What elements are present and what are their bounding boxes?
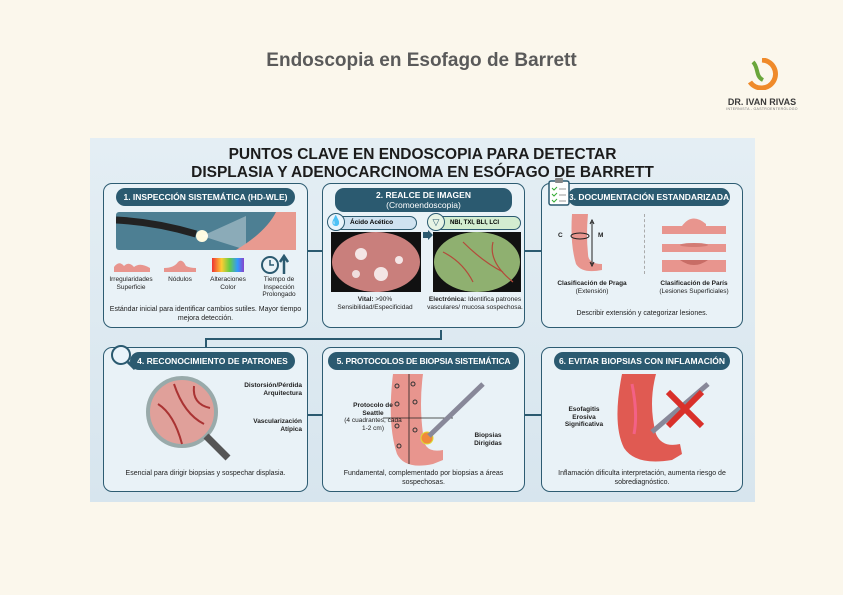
- card-inflamacion: 6. EVITAR BIOPSIAS CON INFLAMACIÓN Esofa…: [541, 347, 743, 492]
- label-tiempo: Tiempo de Inspección Prolongado: [262, 276, 296, 298]
- card-title: 3. DOCUMENTACIÓN ESTANDARIZADA: [568, 188, 730, 206]
- connector-across: [205, 338, 442, 340]
- clipboard-icon: [548, 178, 570, 206]
- connector-down: [440, 330, 442, 340]
- card-subtitle: (Cromoendoscopia): [386, 200, 461, 210]
- card-caption: Esencial para dirigir biopsias y sospech…: [125, 470, 286, 477]
- card-inspeccion: 1. INSPECCIÓN SISTEMÁTICA (HD-WLE) Irreg…: [103, 183, 308, 328]
- tag-electronica: NBI, TXI, BLI, LCI: [433, 216, 521, 230]
- title-line-2: DISPLASIA Y ADENOCARCINOMA EN ESÓFAGO DE…: [191, 164, 654, 181]
- paris-sub: (Lesiones Superficiales): [659, 287, 729, 295]
- inflamed-esophagus-illustration: [617, 374, 710, 462]
- logo-name: DR. IVAN RIVAS: [727, 97, 797, 107]
- seattle-title: Protocolo de Seattle: [353, 402, 393, 417]
- page-title: Endoscopia en Esofago de Barrett: [266, 50, 577, 71]
- paris-illustration: [662, 218, 726, 272]
- paris-title: Clasificación de París: [660, 280, 728, 287]
- card-documentacion: 3. DOCUMENTACIÓN ESTANDARIZADA C M Clasi…: [541, 178, 744, 328]
- card-title: 2. REALCE DE IMAGEN(Cromoendoscopia): [335, 188, 512, 212]
- card-title: 4. RECONOCIMIENTO DE PATRONES: [130, 352, 295, 370]
- clock-up-icon: [261, 254, 289, 274]
- arrow-3-4: [205, 338, 207, 347]
- label-m: M: [598, 232, 604, 239]
- card-caption: Describir extensión y categorizar lesion…: [576, 310, 708, 317]
- label-vascularizacion: Vascularización Atípica: [253, 418, 302, 433]
- drop-icon: 💧: [327, 213, 345, 231]
- seattle-detail: (4 cuadrantes, cada 1-2 cm): [344, 417, 402, 432]
- acetic-acid-image: [331, 232, 421, 292]
- infographic: PUNTOS CLAVE EN ENDOSCOPIA PARA DETECTAR…: [90, 138, 755, 502]
- nbi-image: [433, 232, 521, 292]
- label-nodulos: Nódulos: [168, 276, 192, 283]
- label-alteraciones: Alteraciones Color: [210, 276, 246, 291]
- label-irregularidades: Irregularidades Superficie: [109, 276, 153, 291]
- surface-irregularity-icon: [114, 263, 150, 272]
- seattle-illustration: [383, 374, 485, 466]
- electronic-text: Electrónica: Identifica patrones vascula…: [427, 296, 523, 311]
- arrow-1-2: [308, 250, 322, 252]
- card-title-main: 2. REALCE DE IMAGEN: [376, 190, 471, 200]
- vital-desc: >90% Sensibilidad/Especificidad: [337, 296, 413, 311]
- arrow-4-5: [308, 414, 322, 416]
- card-caption: Estándar inicial para identificar cambio…: [109, 306, 302, 322]
- vital-text: Vital: >90% Sensibilidad/Especificidad: [327, 296, 423, 311]
- logo: DR. IVAN RIVAS INTERNISTA - GASTROENTERÓ…: [712, 57, 812, 111]
- arrow-5-6: [525, 414, 541, 416]
- prague-title: Clasificación de Praga: [557, 280, 627, 287]
- infographic-title: PUNTOS CLAVE EN ENDOSCOPIA PARA DETECTAR…: [90, 146, 755, 182]
- title-line-1: PUNTOS CLAVE EN ENDOSCOPIA PARA DETECTAR: [228, 146, 617, 163]
- paris-label: Clasificación de París(Lesiones Superfic…: [644, 280, 744, 295]
- label-distorsion: Distorsión/Pérdida Arquitectura: [244, 382, 302, 397]
- arrow-right-icon: [423, 230, 433, 240]
- card-title: 1. INSPECCIÓN SISTEMÁTICA (HD-WLE): [116, 188, 295, 206]
- electronic-desc: Identifica patrones vasculares/ mucosa s…: [427, 296, 523, 311]
- card-biopsia: 5. PROTOCOLOS DE BIOPSIA SISTEMÁTICA Pro…: [322, 347, 525, 492]
- color-change-icon: [212, 258, 244, 272]
- card-caption: Inflamación dificulta interpretación, au…: [558, 470, 726, 486]
- filter-icon: ▽: [427, 213, 445, 231]
- divider: [644, 214, 645, 274]
- vital-label: Vital:: [357, 296, 374, 303]
- electronic-label: Electrónica:: [428, 296, 467, 303]
- label-c: C: [558, 232, 563, 239]
- card-caption: Fundamental, complementado por biopsias …: [343, 470, 504, 486]
- card-title: 5. PROTOCOLOS DE BIOPSIA SISTEMÁTICA: [328, 352, 519, 370]
- esofagitis-label: Esofagitis Erosiva Significativa: [564, 406, 604, 428]
- prague-label: Clasificación de Praga(Extensión): [542, 280, 642, 295]
- magnified-tissue-illustration: [146, 376, 231, 461]
- targeted-biopsy-label: Biopsias Dirigidas: [474, 432, 502, 447]
- prague-sub: (Extensión): [575, 287, 609, 295]
- magnifier-icon: [111, 345, 136, 370]
- seattle-label: Protocolo de Seattle(4 cuadrantes, cada …: [343, 402, 403, 432]
- nodule-icon: [164, 260, 196, 272]
- prague-illustration: [570, 214, 602, 272]
- tag-acido-acetico: Ácido Acético: [331, 216, 417, 230]
- endoscope-illustration: [116, 212, 296, 250]
- card-patrones: 4. RECONOCIMIENTO DE PATRONES Distorsión…: [103, 345, 308, 492]
- card-realce: 2. REALCE DE IMAGEN(Cromoendoscopia) Áci…: [322, 183, 525, 328]
- logo-subtitle: INTERNISTA - GASTROENTERÓLOGO: [726, 107, 798, 111]
- logo-icon: [747, 57, 778, 91]
- arrow-2-3: [525, 250, 541, 252]
- card-title: 6. EVITAR BIOPSIAS CON INFLAMACIÓN: [554, 352, 730, 370]
